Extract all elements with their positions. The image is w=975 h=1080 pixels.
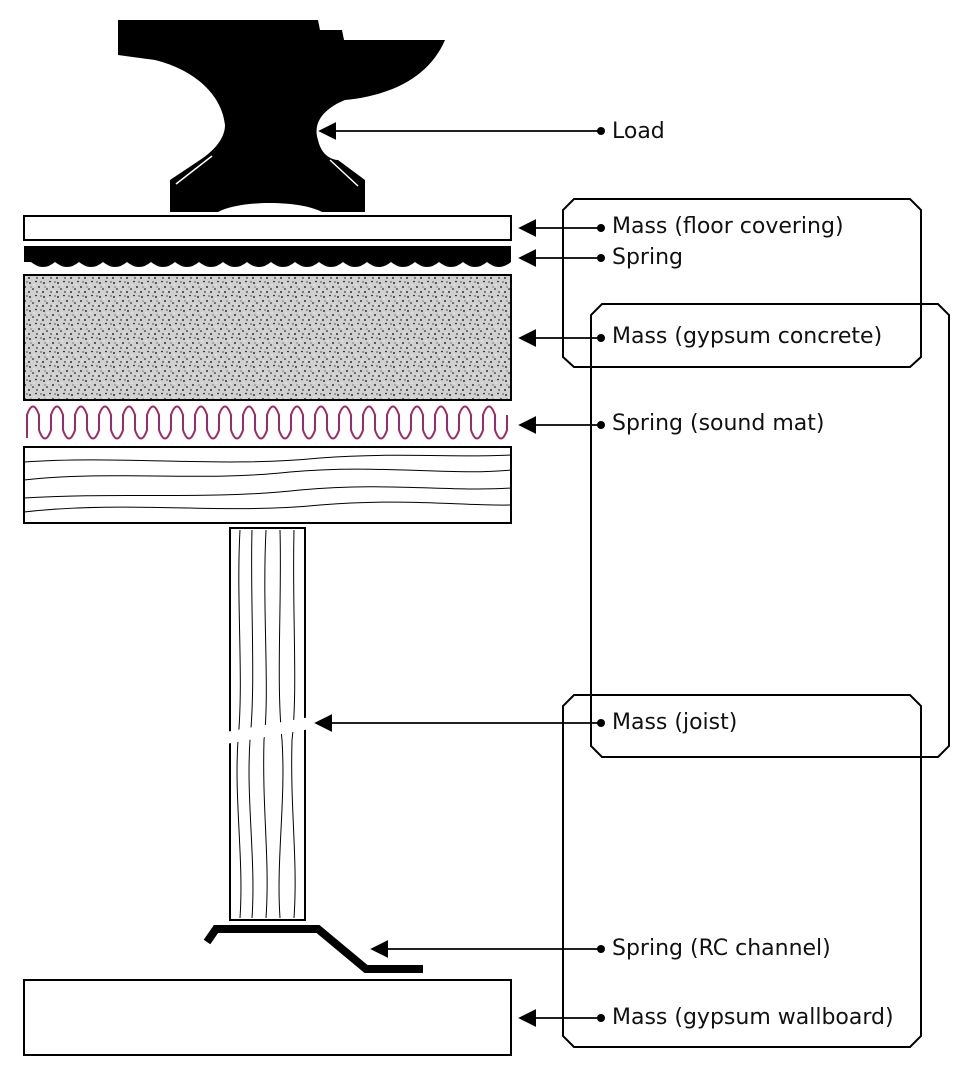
- label-spring: Spring: [612, 245, 683, 270]
- gypsum-concrete-layer: [23, 274, 512, 401]
- anvil-icon: [118, 20, 445, 212]
- group-box-middle: [590, 303, 950, 758]
- floor-covering-layer: [23, 215, 512, 241]
- leader-gypsum-concrete: [518, 329, 605, 347]
- label-floor-covering: Mass (floor covering): [612, 214, 844, 239]
- leader-spring: [518, 249, 605, 267]
- label-rc-channel: Spring (RC channel): [612, 936, 831, 961]
- leader-joist: [314, 714, 605, 732]
- leader-gypsum-wallboard: [518, 1009, 605, 1027]
- leader-floor-covering: [518, 219, 605, 237]
- subfloor-layer: [23, 446, 512, 524]
- leader-sound-mat: [518, 416, 605, 434]
- label-gypsum-concrete: Mass (gypsum concrete): [612, 324, 882, 349]
- joist-member: [225, 527, 311, 921]
- group-box-top: [562, 198, 922, 368]
- label-gypsum-wallboard: Mass (gypsum wallboard): [612, 1005, 894, 1030]
- gypsum-wallboard-layer: [23, 979, 512, 1056]
- sound-mat-layer: [26, 405, 508, 440]
- rc-channel-member: [203, 925, 423, 973]
- spring-pad-layer: [24, 246, 511, 267]
- group-box-bottom: [562, 694, 922, 1048]
- leader-load: [318, 122, 605, 140]
- leader-rc-channel: [370, 940, 605, 958]
- label-load: Load: [612, 119, 665, 144]
- label-sound-mat: Spring (sound mat): [612, 411, 824, 436]
- label-joist: Mass (joist): [612, 710, 737, 735]
